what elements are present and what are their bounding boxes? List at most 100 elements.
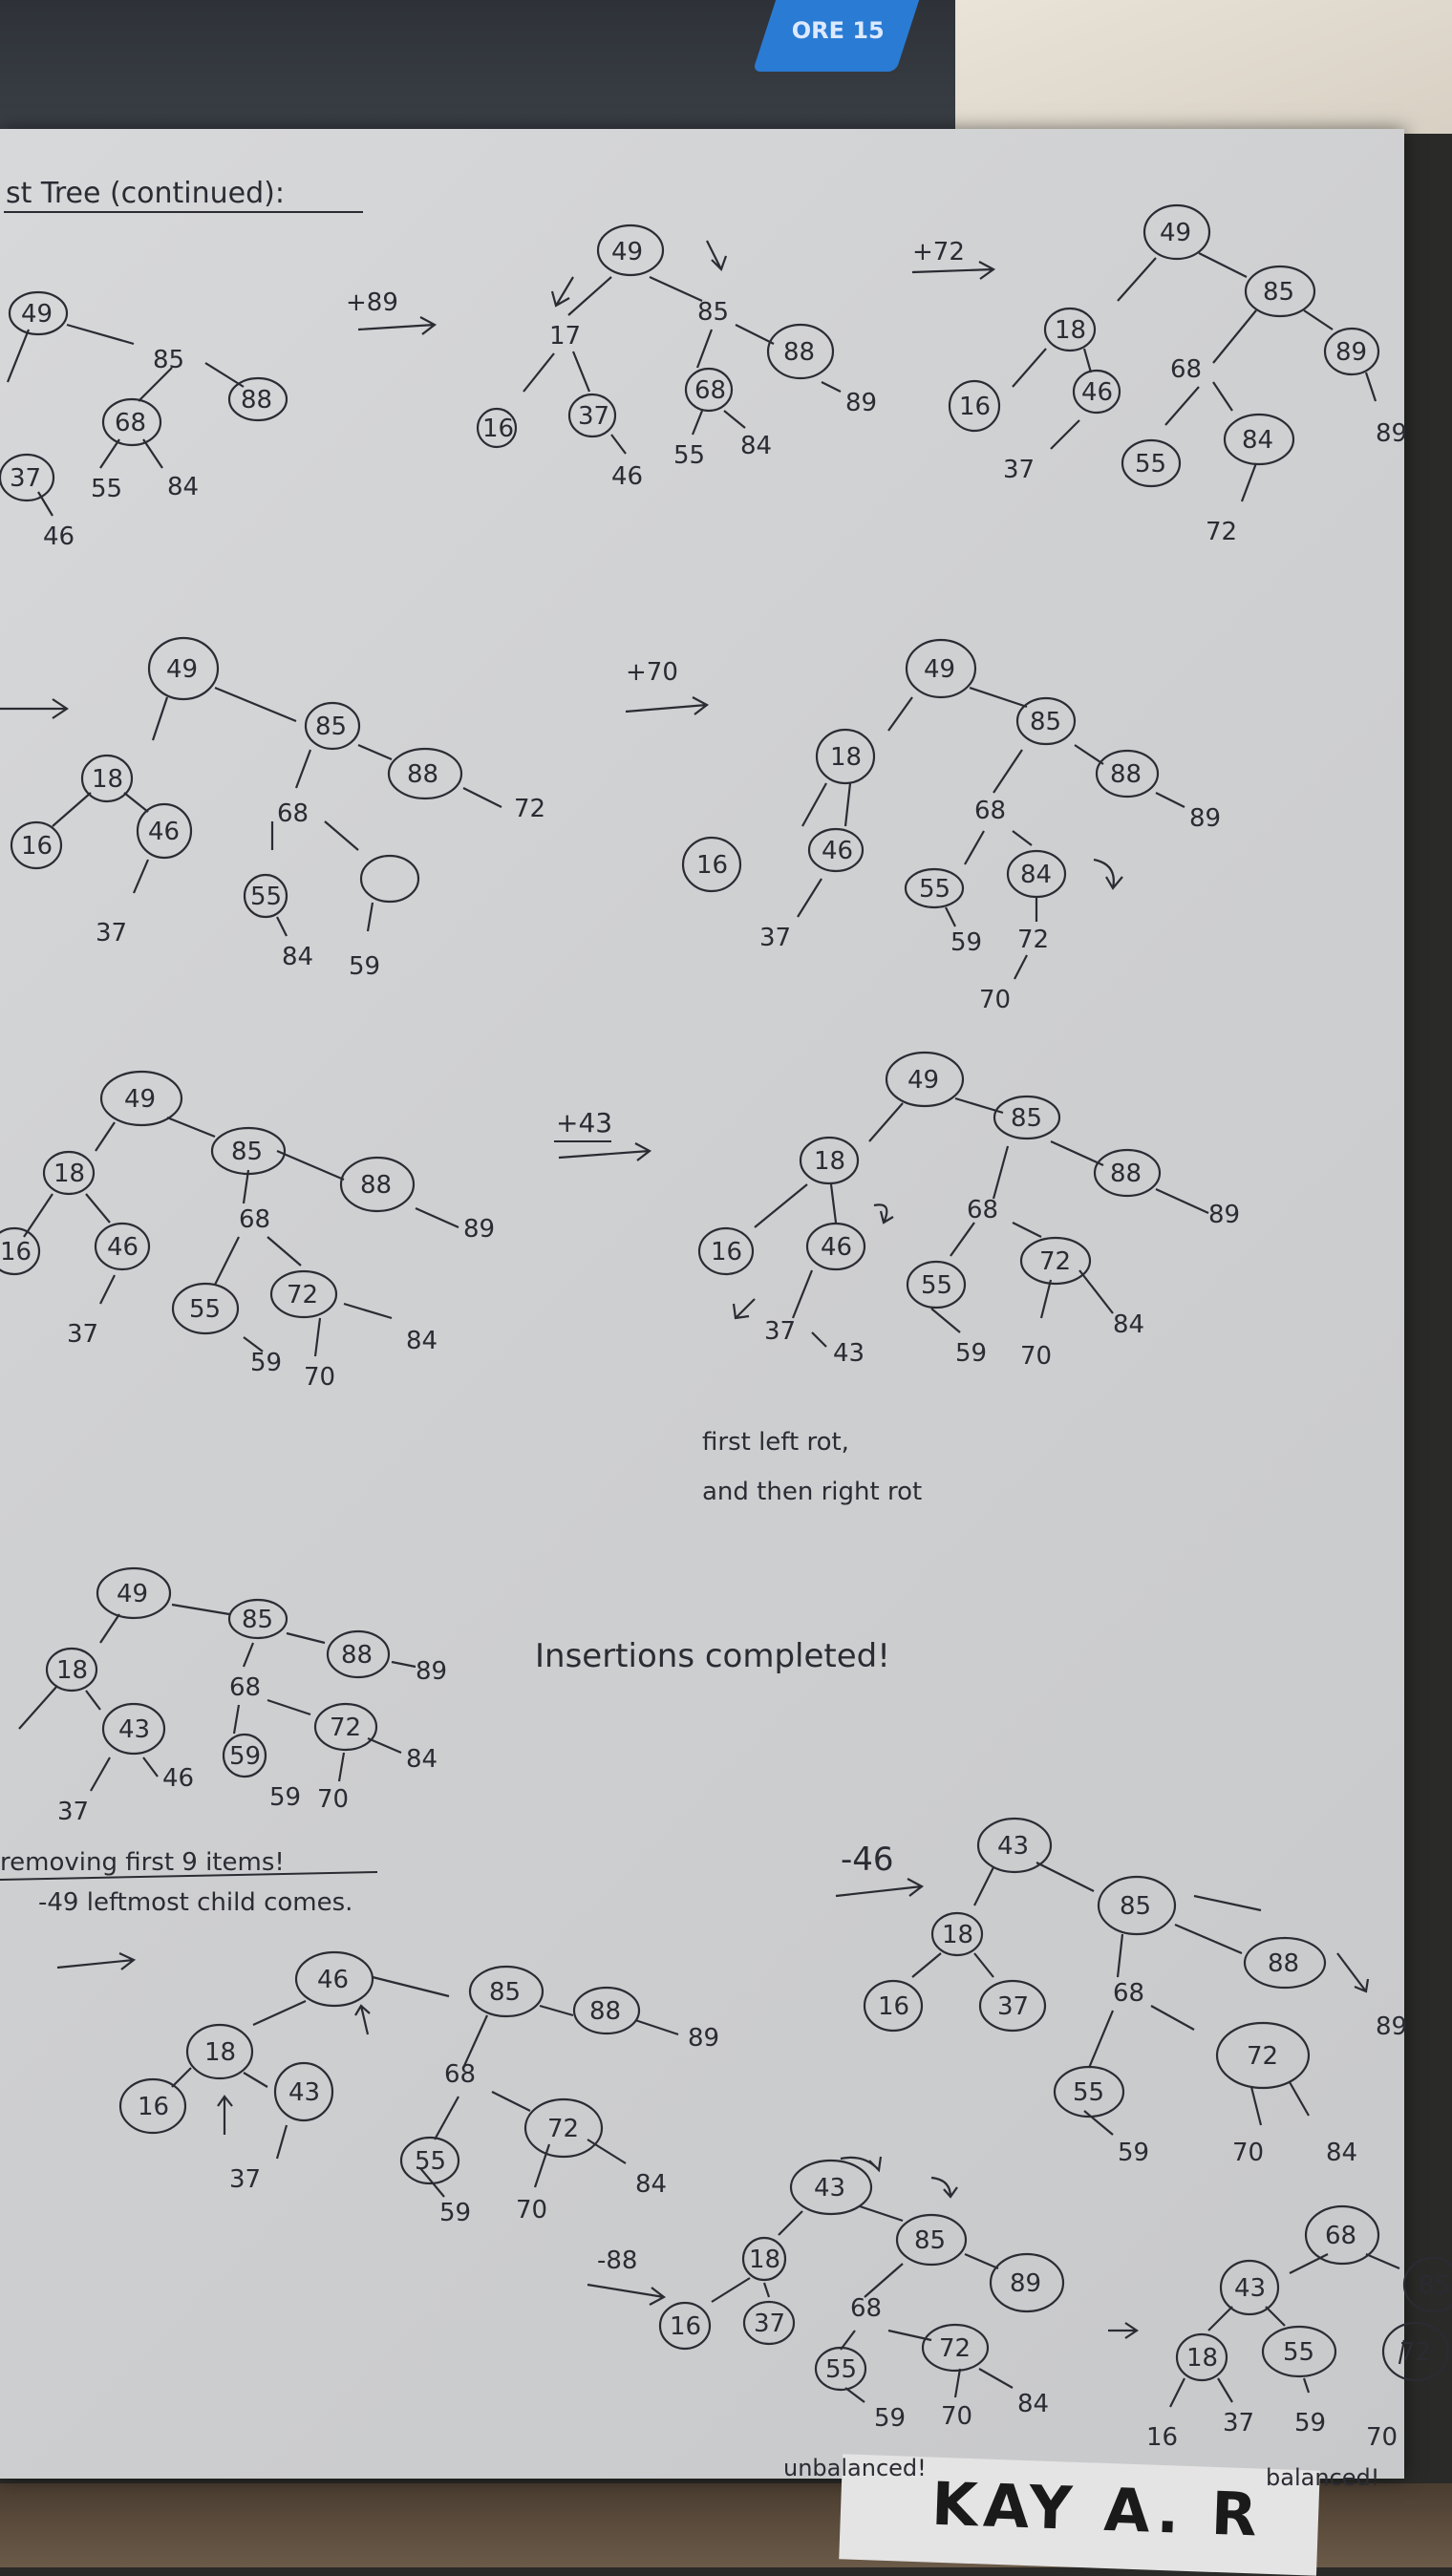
t6-node: 46 — [107, 1233, 139, 1262]
t10-node: 84 — [1326, 2139, 1357, 2167]
t6-node: 37 — [67, 1320, 98, 1349]
t3-node: 46 — [1081, 378, 1113, 407]
t3-node: 49 — [1160, 219, 1191, 247]
tree-t11: 43 18 85 16 37 68 89 55 72 59 70 84 — [658, 2156, 1065, 2433]
t6-node: 55 — [189, 1295, 221, 1324]
t4-node: 18 — [92, 765, 123, 794]
t6-node: 85 — [231, 1138, 263, 1166]
t9-node: 43 — [288, 2078, 320, 2107]
step-label-minus-46: -46 — [841, 1841, 894, 1879]
t1-node: 68 — [115, 409, 146, 437]
t3-node: 89 — [1335, 338, 1367, 367]
tree-t12: 68 43 85 18 55 72 16 37 59 70 — [1146, 2204, 1452, 2452]
t9-node: 18 — [204, 2038, 236, 2067]
t1-node: 84 — [167, 473, 199, 501]
t2-node: 49 — [611, 238, 643, 266]
t10-node: 72 — [1247, 2042, 1278, 2071]
t12-node: 59 — [1294, 2409, 1326, 2438]
t3-node: 84 — [1242, 426, 1273, 455]
t11-node: 84 — [1017, 2390, 1049, 2418]
t12-node: 43 — [1234, 2274, 1266, 2303]
unbalanced-note: unbalanced! — [783, 2455, 927, 2481]
t8-node: 59 — [229, 1742, 261, 1771]
t8-node: 37 — [57, 1798, 89, 1826]
insertions-completed: Insertions completed! — [535, 1637, 890, 1675]
t5-node: 49 — [924, 655, 955, 684]
t11-node: 16 — [670, 2312, 701, 2341]
t6-node: 88 — [360, 1171, 392, 1200]
t9-node: 88 — [589, 1997, 621, 2026]
t3-node: 55 — [1135, 450, 1166, 479]
t8-node: 72 — [330, 1714, 361, 1742]
t8-node: 84 — [406, 1745, 438, 1774]
t8-node: 68 — [229, 1673, 261, 1702]
tree-t4: 49 18 85 16 46 68 88 37 55 84 59 72 — [10, 636, 545, 981]
t2-node: 85 — [697, 298, 729, 327]
t8-node: 43 — [118, 1715, 150, 1744]
t3-node: 18 — [1055, 316, 1086, 345]
t2-node: 88 — [783, 338, 815, 367]
tree-t5: 49 18 85 16 46 68 88 37 55 84 59 72 70 8… — [681, 638, 1221, 1014]
arrow-icon — [625, 696, 710, 715]
t11-node: 89 — [1010, 2269, 1041, 2298]
t10-node: 18 — [942, 1921, 973, 1949]
t1-node: 85 — [153, 346, 184, 374]
t7-node: 68 — [967, 1196, 998, 1224]
t7-node: 84 — [1113, 1310, 1144, 1339]
notes-heading: st Tree (continued): — [6, 177, 285, 210]
t10-node: 88 — [1268, 1949, 1299, 1978]
notebook-page — [0, 129, 1404, 2479]
t12-node: 37 — [1223, 2409, 1254, 2438]
t7-node: 49 — [908, 1066, 939, 1095]
t8-node: 49 — [117, 1580, 148, 1608]
t5-node: 37 — [759, 924, 791, 952]
t4-node: 88 — [407, 760, 438, 789]
arrow-icon — [558, 1142, 652, 1161]
t7-node: 55 — [921, 1271, 952, 1300]
t12-node: 72 — [1399, 2338, 1431, 2367]
desk-surface-top — [955, 0, 1452, 134]
t6-node: 68 — [239, 1205, 270, 1234]
t11-node: 59 — [874, 2404, 906, 2433]
step-label-plus-89: +89 — [346, 288, 398, 317]
t11-node: 70 — [941, 2402, 972, 2431]
tree-t3: 49 18 85 16 46 68 89 37 55 84 72 89 — [948, 203, 1407, 546]
t7-node: 72 — [1039, 1247, 1071, 1276]
t10-node: 70 — [1232, 2139, 1264, 2167]
t5-node: 59 — [950, 928, 982, 957]
t7-node: 70 — [1020, 1342, 1052, 1371]
t5-node: 88 — [1110, 760, 1142, 789]
arrow-icon — [357, 316, 438, 335]
t8-node: 89 — [416, 1657, 447, 1686]
t9-node: 84 — [635, 2170, 667, 2199]
t8-node: 18 — [56, 1656, 88, 1685]
t6-node: 89 — [463, 1215, 495, 1244]
t7-node: 43 — [833, 1339, 865, 1368]
t5-node: 18 — [830, 743, 862, 772]
t2-node: 46 — [611, 462, 643, 491]
arrow-icon — [835, 1878, 925, 1898]
t1-node: 37 — [10, 464, 41, 493]
t5-node: 89 — [1189, 804, 1221, 833]
t12-node: 18 — [1186, 2344, 1218, 2373]
t8-node: 88 — [341, 1641, 373, 1670]
arrow-icon — [911, 261, 996, 280]
t5-node: 55 — [919, 875, 950, 904]
t11-node: 68 — [850, 2294, 882, 2323]
step-label-plus-70: +70 — [626, 658, 678, 687]
t1-node: 88 — [241, 386, 272, 415]
t9-node: 59 — [439, 2199, 471, 2227]
t2-node: 68 — [694, 376, 726, 405]
t3-node: 68 — [1170, 355, 1202, 384]
t4-node: 85 — [315, 713, 347, 741]
t3-node: 89 — [1376, 419, 1407, 448]
tree-t1: 49 85 68 88 37 55 84 46 — [0, 290, 288, 551]
t8-node: 70 — [317, 1785, 349, 1814]
t1-node: 49 — [21, 300, 53, 329]
t1-node: 46 — [43, 522, 75, 551]
t5-node: 84 — [1020, 861, 1052, 889]
t11-node: 37 — [754, 2310, 785, 2338]
t5-node: 70 — [979, 986, 1011, 1014]
t10-node: 68 — [1113, 1979, 1144, 2008]
t9-node: 89 — [688, 2024, 719, 2053]
